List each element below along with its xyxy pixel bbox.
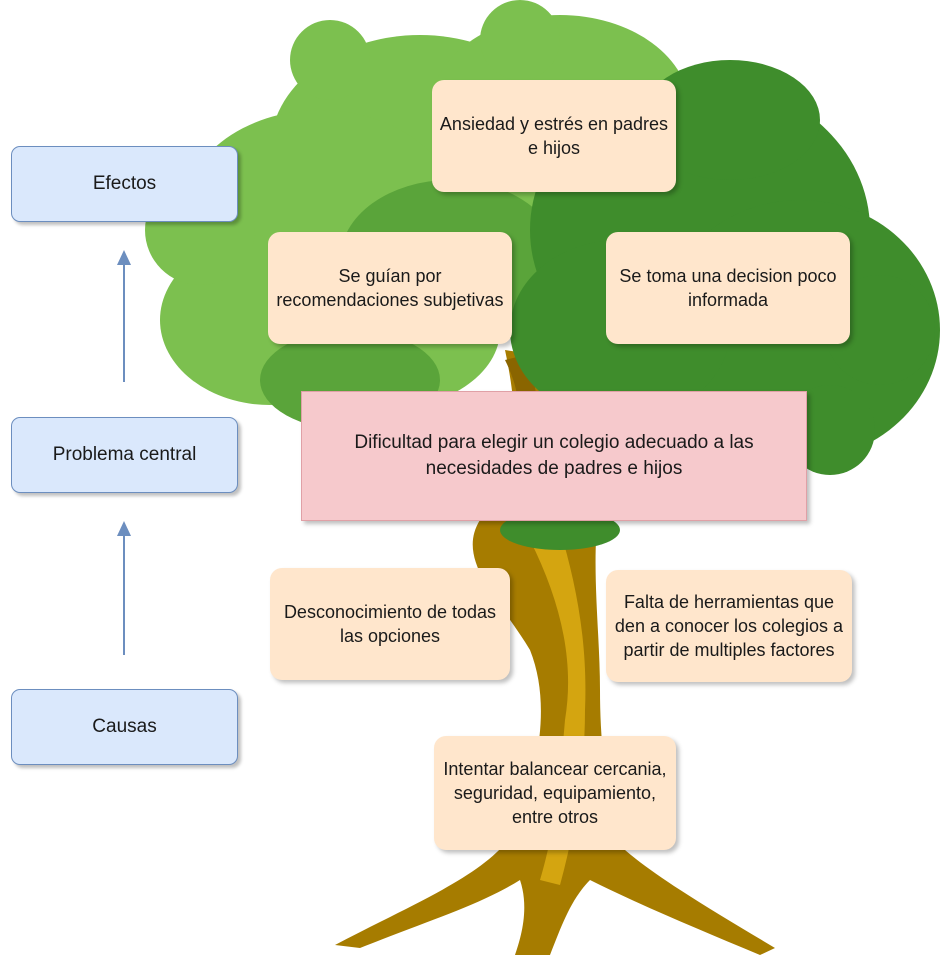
central-problem: Dificultad para elegir un colegio adecua… [301,391,807,521]
cause-balancing: Intentar balancear cercania, seguridad, … [434,736,676,850]
effect-anxiety: Ansiedad y estrés en padres e hijos [432,80,676,192]
effect-uninformed: Se toma una decision poco informada [606,232,850,344]
cause-unaware: Desconocimiento de todas las opciones [270,568,510,680]
effect-subjective: Se guían por recomendaciones subjetivas [268,232,512,344]
level-label-effects: Efectos [11,146,238,222]
effect-uninformed-text: Se toma una decision poco informada [619,266,837,310]
central-problem-text: Dificultad para elegir un colegio adecua… [354,432,754,479]
arrow-up-central-to-effects [117,250,131,382]
effect-anxiety-text: Ansiedad y estrés en padres e hijos [439,114,669,158]
arrow-up-causes-to-central [117,521,131,655]
level-label-effects-text: Efectos [92,173,157,194]
level-label-central: Problema central [11,417,238,493]
level-label-causes-text: Causas [92,716,157,737]
cause-no-tools-text: Falta de herramientas que den a conocer … [614,592,844,660]
level-label-central-text: Problema central [52,444,197,465]
cause-no-tools: Falta de herramientas que den a conocer … [606,570,852,682]
cause-unaware-text: Desconocimiento de todas las opciones [283,602,497,646]
level-label-causes: Causas [11,689,238,765]
cause-balancing-text: Intentar balancear cercania, seguridad, … [443,759,667,827]
effect-subjective-text: Se guían por recomendaciones subjetivas [276,266,504,310]
